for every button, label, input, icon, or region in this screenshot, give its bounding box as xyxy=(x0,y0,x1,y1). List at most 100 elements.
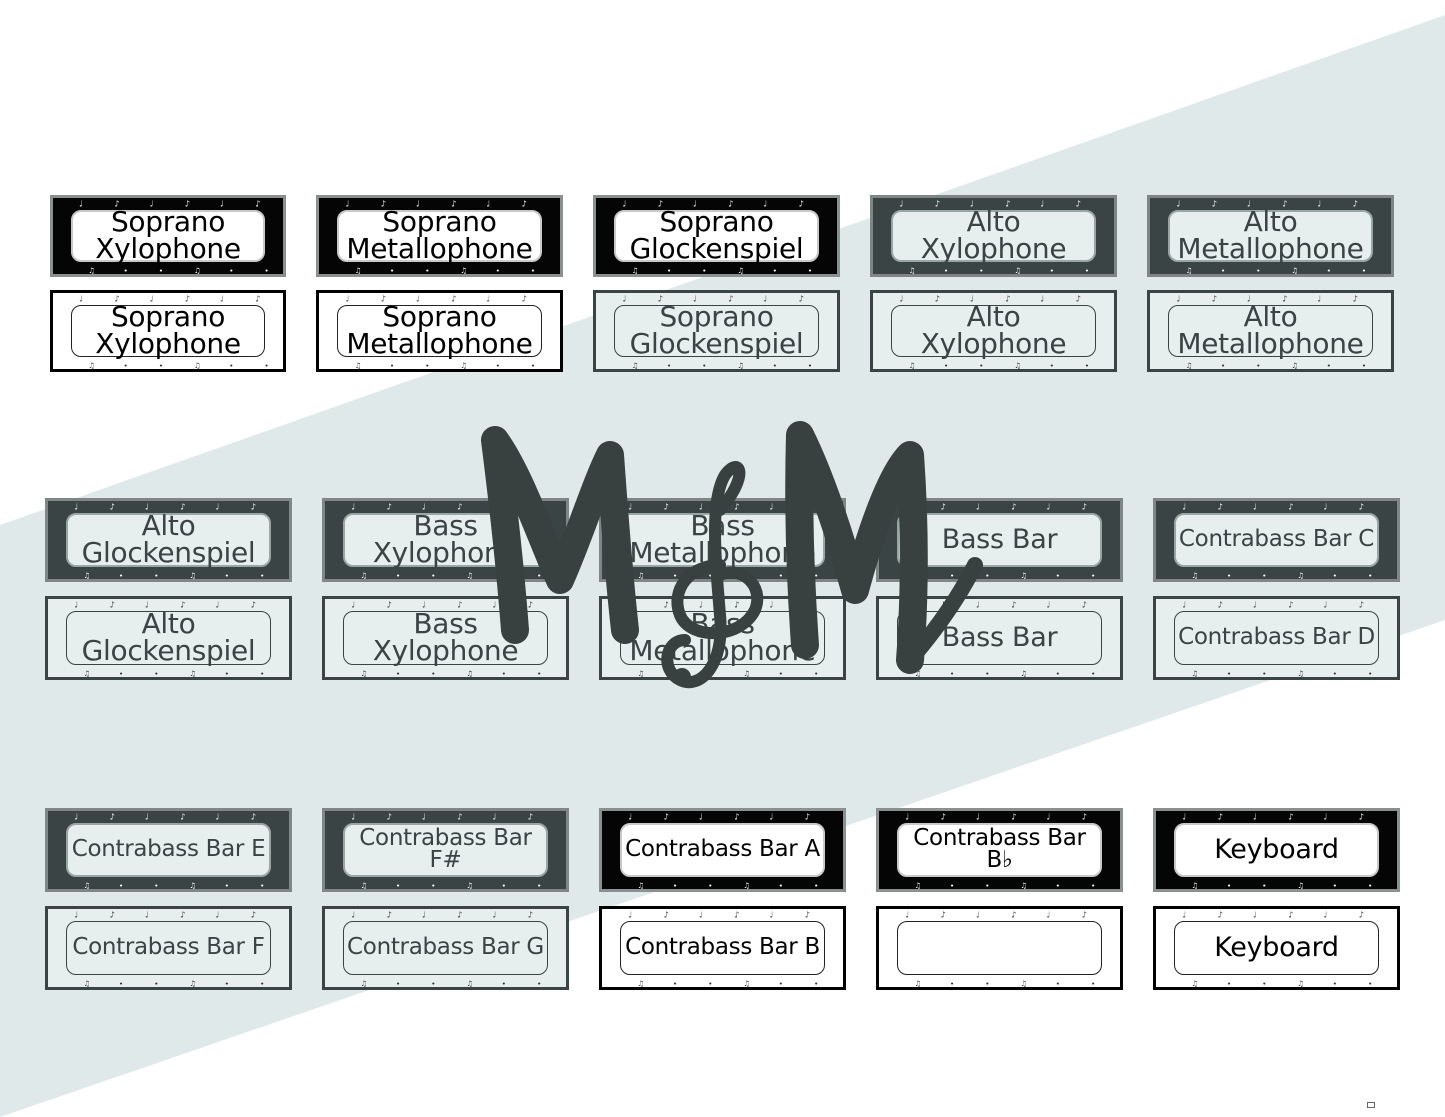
svg-text:♩: ♩ xyxy=(1182,501,1186,511)
svg-text:•: • xyxy=(1262,979,1266,987)
svg-text:♫: ♫ xyxy=(84,669,91,677)
svg-text:♪: ♪ xyxy=(110,501,115,511)
svg-text:•: • xyxy=(1056,881,1060,889)
instrument-label: ♩♫♪•♩•♪♫♩•♪•Alto Glockenspiel xyxy=(45,498,292,582)
svg-text:♫: ♫ xyxy=(189,881,196,889)
svg-text:•: • xyxy=(1333,979,1337,987)
svg-text:♩: ♩ xyxy=(422,811,426,821)
svg-text:♫: ♫ xyxy=(84,979,91,987)
svg-text:♫: ♫ xyxy=(1020,571,1027,579)
svg-text:♫: ♫ xyxy=(1297,571,1304,579)
svg-text:♪: ♪ xyxy=(251,811,256,821)
svg-text:♪: ♪ xyxy=(180,909,185,919)
instrument-label: ♩♫♪•♩•♪♫♩•♪•Alto Glockenspiel xyxy=(45,596,292,680)
label-text-frame: Soprano Glockenspiel xyxy=(614,208,819,263)
label-text: Alto Metallophone xyxy=(1177,205,1364,265)
svg-text:•: • xyxy=(667,361,671,369)
svg-text:•: • xyxy=(673,979,677,987)
svg-text:•: • xyxy=(1091,979,1095,987)
svg-text:♪: ♪ xyxy=(528,811,533,821)
svg-text:•: • xyxy=(1085,361,1089,369)
svg-text:♪: ♪ xyxy=(1359,501,1364,511)
label-text: Contrabass Bar F# xyxy=(359,825,532,873)
svg-text:•: • xyxy=(779,881,783,889)
svg-text:•: • xyxy=(531,266,535,274)
svg-text:♫: ♫ xyxy=(189,571,196,579)
instrument-label: ♩♫♪•♩•♪♫♩•♪•Soprano Glockenspiel xyxy=(593,290,840,372)
instrument-label: ♩♫♪•♩•♪♫♩•♪•Alto Metallophone xyxy=(1147,290,1394,372)
svg-text:♩: ♩ xyxy=(1317,198,1321,208)
svg-text:♩: ♩ xyxy=(492,909,496,919)
svg-text:♫: ♫ xyxy=(1186,361,1193,369)
label-text-frame: Contrabass Bar E xyxy=(66,823,271,877)
svg-text:•: • xyxy=(537,979,541,987)
svg-text:♩: ♩ xyxy=(1317,293,1321,303)
svg-text:♩: ♩ xyxy=(1046,811,1050,821)
instrument-label: ♩♫♪•♩•♪♫♩•♪•Contrabass Bar F# xyxy=(322,808,569,892)
label-text-frame: Contrabass Bar G xyxy=(343,921,548,975)
label-text: Bass Bar xyxy=(941,524,1058,556)
svg-text:♩: ♩ xyxy=(215,599,219,609)
svg-text:•: • xyxy=(124,361,128,369)
instrument-label: ♩♫♪•♩•♪♫♩•♪•Soprano Xylophone xyxy=(50,195,286,277)
svg-text:♩: ♩ xyxy=(1182,811,1186,821)
svg-text:♪: ♪ xyxy=(1353,198,1358,208)
svg-text:•: • xyxy=(425,361,429,369)
svg-text:♪: ♪ xyxy=(528,909,533,919)
label-text-frame: Contrabass Bar D xyxy=(1174,611,1379,665)
svg-text:•: • xyxy=(225,979,229,987)
svg-text:♪: ♪ xyxy=(805,811,810,821)
svg-text:♫: ♫ xyxy=(361,669,368,677)
svg-text:♩: ♩ xyxy=(74,599,78,609)
label-text-frame: Alto Xylophone xyxy=(891,303,1096,358)
svg-text:♫: ♫ xyxy=(1297,669,1304,677)
svg-text:•: • xyxy=(431,669,435,677)
svg-text:♪: ♪ xyxy=(1218,909,1223,919)
svg-text:•: • xyxy=(1091,571,1095,579)
svg-text:♫: ♫ xyxy=(361,979,368,987)
svg-text:•: • xyxy=(1327,361,1331,369)
svg-text:•: • xyxy=(396,881,400,889)
svg-text:♫: ♫ xyxy=(1192,979,1199,987)
svg-text:♩: ♩ xyxy=(899,198,903,208)
svg-text:♫: ♫ xyxy=(1020,881,1027,889)
svg-text:♫: ♫ xyxy=(466,881,473,889)
svg-text:♫: ♫ xyxy=(1297,881,1304,889)
svg-text:♩: ♩ xyxy=(345,293,349,303)
svg-text:♩: ♩ xyxy=(699,811,703,821)
svg-text:•: • xyxy=(1333,669,1337,677)
svg-text:♩: ♩ xyxy=(1040,198,1044,208)
svg-text:♩: ♩ xyxy=(1323,599,1327,609)
svg-text:•: • xyxy=(1262,881,1266,889)
svg-text:•: • xyxy=(667,266,671,274)
svg-text:♩: ♩ xyxy=(1323,811,1327,821)
instrument-label: ♩♫♪•♩•♪♫♩•♪•Keyboard xyxy=(1153,808,1400,892)
svg-text:♪: ♪ xyxy=(522,198,527,208)
svg-text:♩: ♩ xyxy=(145,909,149,919)
svg-text:•: • xyxy=(390,361,394,369)
svg-text:♫: ♫ xyxy=(361,881,368,889)
svg-text:•: • xyxy=(154,881,158,889)
svg-text:♩: ♩ xyxy=(699,909,703,919)
svg-text:♩: ♩ xyxy=(1253,599,1257,609)
label-text-frame: Soprano Glockenspiel xyxy=(614,303,819,358)
svg-text:•: • xyxy=(773,266,777,274)
svg-text:♫: ♫ xyxy=(743,979,750,987)
instrument-label: ♩♫♪•♩•♪♫♩•♪•Contrabass Bar E xyxy=(45,808,292,892)
svg-text:♫: ♫ xyxy=(1291,266,1298,274)
svg-text:•: • xyxy=(537,881,541,889)
label-text-frame: Alto Metallophone xyxy=(1168,303,1373,358)
svg-text:♩: ♩ xyxy=(1323,909,1327,919)
svg-text:♩: ♩ xyxy=(622,198,626,208)
svg-text:♫: ♫ xyxy=(194,361,201,369)
svg-text:♪: ♪ xyxy=(387,811,392,821)
svg-text:♫: ♫ xyxy=(1186,266,1193,274)
svg-text:♫: ♫ xyxy=(1291,361,1298,369)
svg-text:♫: ♫ xyxy=(909,266,916,274)
svg-text:♪: ♪ xyxy=(1218,501,1223,511)
svg-text:•: • xyxy=(808,266,812,274)
svg-text:•: • xyxy=(1227,979,1231,987)
svg-text:•: • xyxy=(1227,571,1231,579)
label-text: Soprano Metallophone xyxy=(346,205,533,265)
svg-text:•: • xyxy=(496,266,500,274)
